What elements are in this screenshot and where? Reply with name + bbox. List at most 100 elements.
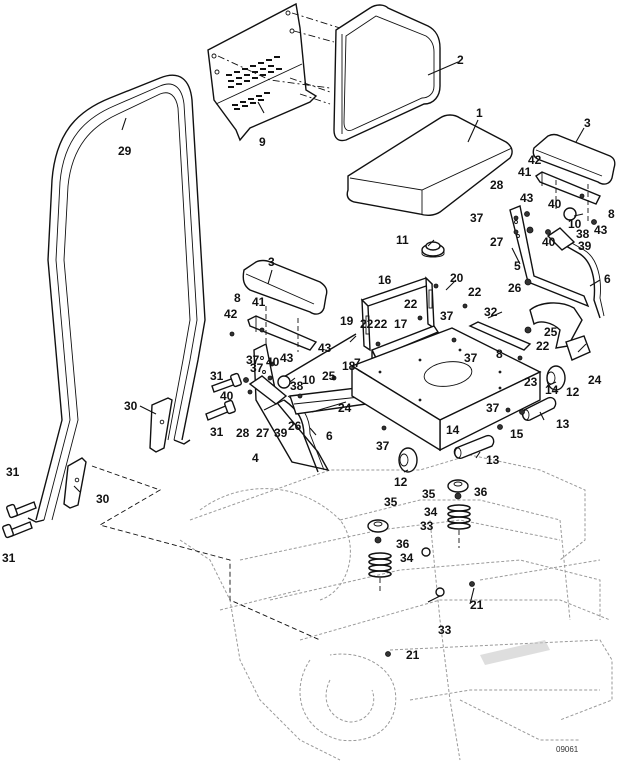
- armrest-right: [532, 133, 616, 185]
- callout-14-front: 14: [446, 423, 460, 437]
- callout-37-g: 37: [250, 361, 264, 375]
- leader-lines: [73, 61, 601, 605]
- callout-6-right: 6: [604, 272, 611, 286]
- callout-40-b: 40: [542, 235, 556, 249]
- callout-37-c: 37: [440, 309, 454, 323]
- callout-40-c: 40: [266, 355, 280, 369]
- armrest-bracket-left: [247, 306, 318, 360]
- callout-28-right: 28: [490, 178, 504, 192]
- callout-22-a: 22: [374, 317, 388, 331]
- callout-33-a: 33: [420, 519, 434, 533]
- hardware-fasteners: [229, 193, 597, 657]
- callout-37-d: 37: [464, 351, 478, 365]
- figure-id: 09061: [556, 745, 579, 754]
- callout-28-left: 28: [236, 426, 250, 440]
- seat-cushion: [346, 114, 513, 217]
- callout-13-front: 13: [486, 453, 500, 467]
- callout-38-left: 38: [290, 379, 304, 393]
- callout-42-right: 42: [528, 153, 542, 167]
- callout-21-right: 21: [470, 598, 484, 612]
- washer-right: [454, 492, 462, 500]
- callout-16: 16: [378, 273, 392, 287]
- callout-36-right: 36: [474, 485, 488, 499]
- callout-37-f: 37: [376, 439, 390, 453]
- callout-10-right: 10: [568, 217, 582, 231]
- bolt-31-group: [2, 372, 242, 539]
- nut-33a: [421, 547, 431, 557]
- callout-33-b: 33: [438, 623, 452, 637]
- callout-15: 15: [510, 427, 524, 441]
- callout-41-right: 41: [518, 165, 532, 179]
- callout-1: 1: [476, 106, 483, 120]
- callout-9: 9: [259, 135, 266, 149]
- callout-12-front: 12: [394, 475, 408, 489]
- callout-13-right: 13: [556, 417, 570, 431]
- callout-31-d: 31: [2, 551, 16, 565]
- callout-40-d: 40: [220, 389, 234, 403]
- callout-19: 19: [340, 314, 354, 328]
- callout-18: 18: [342, 359, 356, 373]
- callout-27-left: 27: [256, 426, 270, 440]
- seat-track-bracket: [360, 276, 435, 352]
- spring-left: [368, 552, 392, 594]
- callout-42-left: 42: [224, 307, 238, 321]
- callout-17: 17: [394, 317, 408, 331]
- spring-right: [447, 504, 471, 548]
- callout-32: 32: [484, 305, 498, 319]
- callout-8-right: 8: [608, 207, 615, 221]
- tractor-frame: [179, 454, 613, 761]
- callout-11: 11: [396, 233, 409, 247]
- nut-33b: [435, 587, 445, 597]
- seat-mount-plate: [350, 327, 542, 452]
- callout-3-right: 3: [584, 116, 591, 130]
- callout-2: 2: [457, 53, 464, 67]
- callout-25-right: 25: [544, 325, 558, 339]
- callout-39-left: 39: [274, 426, 288, 440]
- callout-24-right: 24: [588, 373, 602, 387]
- callout-43-a: 43: [520, 191, 534, 205]
- callout-37-e: 37: [486, 401, 500, 415]
- callout-41-left: 41: [252, 295, 266, 309]
- callout-22-c: 22: [468, 285, 482, 299]
- spacer-right: [447, 479, 469, 493]
- seat-back-bracket: [207, 2, 341, 142]
- spacer-left: [367, 519, 389, 533]
- callout-22-d: 22: [536, 339, 550, 353]
- callout-34-right: 34: [424, 505, 438, 519]
- callout-20: 20: [450, 271, 464, 285]
- callout-35-right: 35: [422, 487, 436, 501]
- callout-26-left: 26: [288, 419, 302, 433]
- lever-right: [546, 227, 605, 319]
- callout-37-a: 37: [470, 211, 484, 225]
- seat-switch: [421, 241, 445, 258]
- callout-3-left: 3: [268, 255, 275, 269]
- callouts: 1 2 3 3 4 5 6 6 7 8 8 8 9 10 10 11 12 12…: [2, 53, 615, 754]
- callout-21-lower: 21: [406, 648, 420, 662]
- callout-5: 5: [514, 259, 521, 273]
- rod: [281, 333, 357, 379]
- callout-30-right: 30: [124, 399, 138, 413]
- strap-right: [529, 302, 591, 361]
- armrest-left: [242, 259, 328, 315]
- callout-22-b: 22: [404, 297, 418, 311]
- callout-12-right: 12: [566, 385, 580, 399]
- callout-10-left: 10: [302, 373, 316, 387]
- pivot-tube-front: [453, 434, 495, 460]
- callout-31-a: 31: [210, 369, 224, 383]
- callout-38-right: 38: [576, 227, 590, 241]
- roll-bar-mount-left: [63, 457, 87, 509]
- callout-39-right: 39: [578, 239, 592, 253]
- callout-31-c: 31: [6, 465, 20, 479]
- callout-34-left: 34: [400, 551, 414, 565]
- callout-36-left: 36: [396, 537, 410, 551]
- callout-4: 4: [252, 451, 259, 465]
- callout-8-plate: 8: [496, 347, 503, 361]
- callout-26-right: 26: [508, 281, 522, 295]
- callout-24-left: 24: [338, 401, 352, 415]
- callout-43-c: 43: [280, 351, 294, 365]
- roll-bar: [27, 74, 206, 523]
- bracket-plate: [468, 321, 532, 351]
- callout-29: 29: [118, 144, 132, 158]
- callout-43-b: 43: [594, 223, 608, 237]
